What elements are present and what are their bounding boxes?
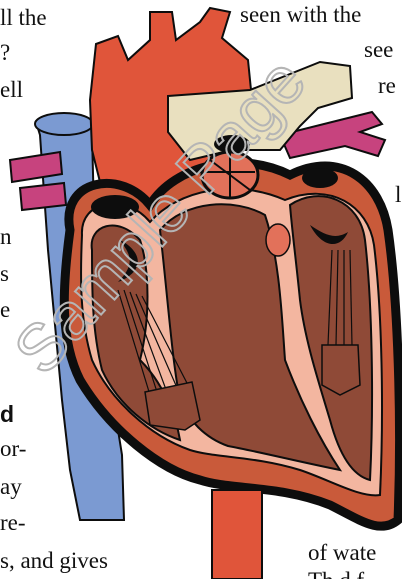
- pulmonary-vein-left-lower: [20, 183, 66, 210]
- papillary-muscle-right: [322, 345, 360, 395]
- descending-aorta: [212, 490, 262, 579]
- pulmonary-valve-opening: [214, 135, 250, 153]
- septal-valve: [266, 224, 290, 256]
- tricuspid-opening: [91, 195, 139, 219]
- mitral-opening: [302, 168, 338, 188]
- vena-cava-opening: [35, 113, 93, 135]
